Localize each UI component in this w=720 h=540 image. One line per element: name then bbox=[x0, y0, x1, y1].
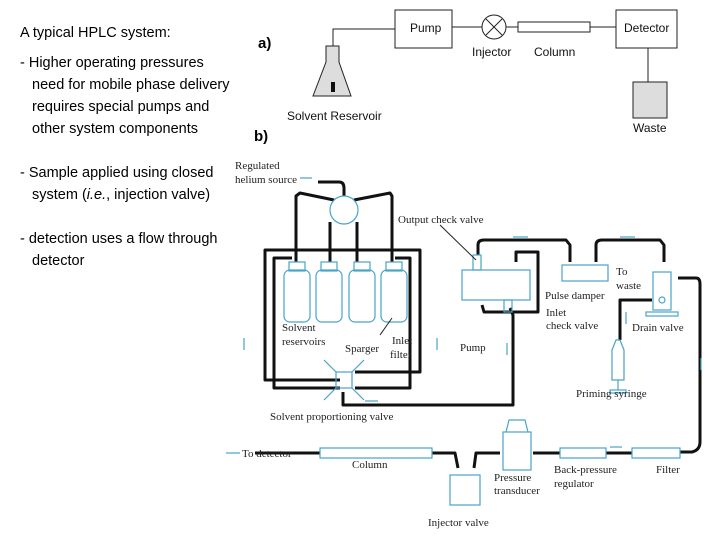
reservoir-label: Solvent Reservoir bbox=[287, 109, 382, 123]
solvent-reservoir-flask bbox=[312, 45, 352, 97]
bullet-detection: - detection uses a flow through detector bbox=[20, 231, 218, 269]
proportioning-valve bbox=[323, 359, 365, 401]
inlet-filter-label: filter bbox=[390, 349, 412, 361]
bullet-pressures: - Higher operating pressures need for mo… bbox=[20, 55, 230, 137]
injector-valve bbox=[449, 474, 481, 506]
to-detector-label: To detector bbox=[242, 448, 292, 460]
inlet-check-valve-label: check valve bbox=[546, 320, 598, 332]
pump-label: Pump bbox=[410, 21, 442, 35]
pressure-transducer-label: Pressure bbox=[494, 472, 531, 484]
notes-title: A typical HPLC system: bbox=[20, 25, 171, 41]
pump-box bbox=[394, 9, 453, 49]
bullet-text: - Sample applied using closed system ( bbox=[20, 165, 214, 203]
helium-label: helium source bbox=[235, 174, 297, 186]
priming-syringe bbox=[609, 339, 627, 394]
pressure-transducer bbox=[502, 431, 532, 471]
to-waste-label: waste bbox=[616, 280, 641, 292]
back-pressure-regulator bbox=[559, 447, 607, 459]
column-tube bbox=[517, 21, 591, 33]
bullet-italic: i.e. bbox=[86, 187, 107, 203]
drain-valve bbox=[652, 271, 672, 311]
helium-label: Regulated bbox=[235, 160, 280, 172]
column-tube bbox=[319, 447, 433, 459]
pulse-damper-label: Pulse damper bbox=[545, 290, 605, 302]
solvent-bottles bbox=[283, 261, 408, 323]
injector-valve-label: Injector valve bbox=[428, 517, 489, 529]
injector-label: Injector bbox=[472, 45, 511, 59]
bullet-sample: - Sample applied using closed system (i.… bbox=[20, 162, 235, 206]
solvent-reservoirs-label: reservoirs bbox=[282, 336, 325, 348]
output-check-valve-label: Output check valve bbox=[398, 214, 484, 226]
output-check-valve bbox=[472, 254, 482, 271]
notes-text: A typical HPLC system: - Higher operatin… bbox=[20, 22, 235, 294]
pulse-damper bbox=[561, 264, 609, 282]
inlet-check-valve bbox=[503, 299, 513, 313]
diagram-a-label: a) bbox=[258, 35, 271, 52]
inlet-check-valve-label: Inlet bbox=[546, 307, 566, 319]
proportioning-valve-label: Solvent proportioning valve bbox=[270, 411, 394, 423]
diagram-b: b) Regulated helium source bbox=[226, 128, 702, 529]
diagram-b-label: b) bbox=[254, 128, 268, 145]
filter-label: Filter bbox=[656, 464, 680, 476]
waste-label: Waste bbox=[633, 121, 667, 135]
detector-box bbox=[615, 9, 678, 49]
helium-distributor bbox=[329, 195, 359, 225]
drain-valve-label: Drain valve bbox=[632, 322, 684, 334]
pump-label: Pump bbox=[460, 342, 486, 354]
bullet-text: , injection valve) bbox=[106, 187, 211, 203]
injector-icon bbox=[481, 14, 507, 40]
to-waste-label: To bbox=[616, 266, 628, 278]
sparger-label: Sparger bbox=[345, 343, 379, 355]
solvent-reservoirs-label: Solvent bbox=[282, 322, 316, 334]
filter bbox=[631, 447, 681, 459]
priming-syringe-label: Priming syringe bbox=[576, 388, 647, 400]
back-pressure-label: Back-pressure bbox=[554, 464, 617, 476]
inlet-filter-label: Inlet bbox=[392, 335, 412, 347]
waste-beaker bbox=[632, 81, 668, 119]
diagram-a: a) Pump Detector Injector Column Solvent… bbox=[258, 9, 678, 135]
column-label: Column bbox=[534, 45, 575, 59]
flow-arrows bbox=[226, 177, 702, 454]
pressure-transducer-label: transducer bbox=[494, 485, 540, 497]
detector-label: Detector bbox=[624, 21, 669, 35]
back-pressure-label: regulator bbox=[554, 478, 594, 490]
column-label: Column bbox=[352, 459, 388, 471]
pump-block bbox=[461, 269, 531, 301]
